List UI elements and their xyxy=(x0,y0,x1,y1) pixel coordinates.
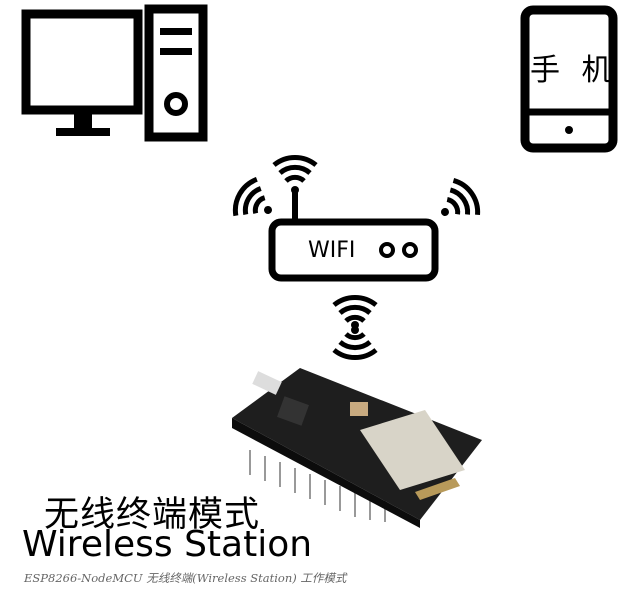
wifi-signal-icon xyxy=(274,157,316,194)
wifi-signal-icon xyxy=(334,297,376,334)
desktop-computer-icon xyxy=(21,4,208,142)
mobile-phone-icon xyxy=(520,5,618,153)
wifi-router-icon xyxy=(268,192,439,282)
router-label: WIFI xyxy=(308,238,356,263)
title-english: Wireless Station xyxy=(22,524,313,565)
title-chinese: 无线终端模式 xyxy=(44,495,261,535)
wifi-signal-icon xyxy=(430,176,484,231)
caption: ESP8266-NodeMCU 无线终端(Wireless Station) 工… xyxy=(24,571,347,585)
esp8266-nodemcu-board xyxy=(232,368,482,528)
phone-label: 手 机 xyxy=(530,53,618,88)
